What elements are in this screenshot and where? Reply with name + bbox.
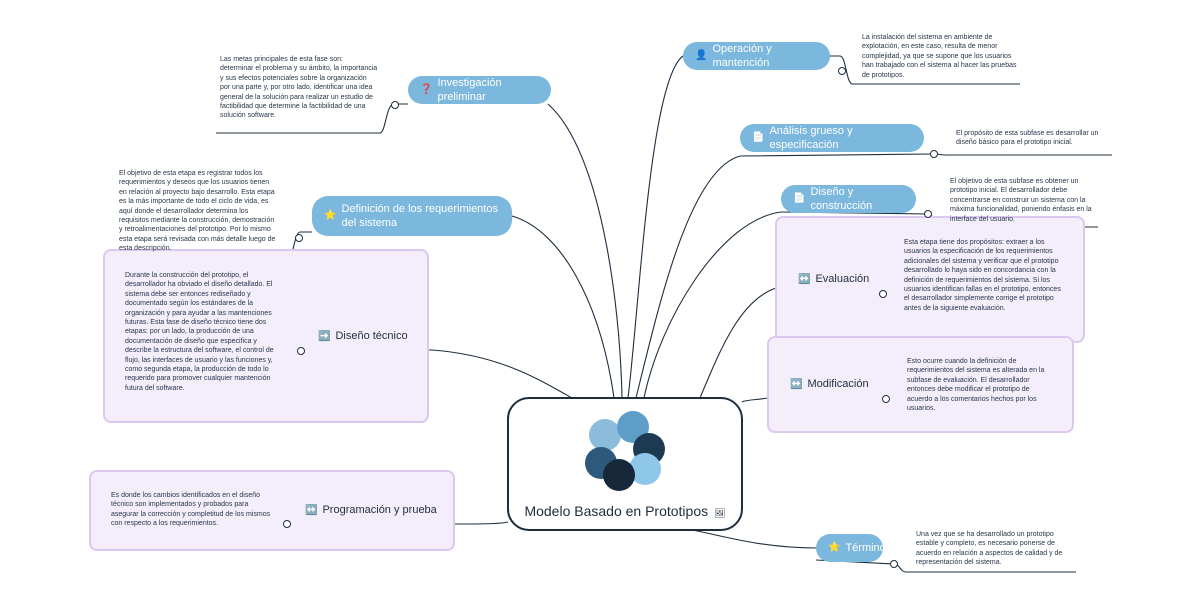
- group-programacion: [89, 470, 455, 551]
- collapse-handle[interactable]: [930, 150, 938, 158]
- arrow-right-icon: ➡️: [318, 330, 331, 342]
- topic-evaluacion[interactable]: ↔️ Evaluación: [798, 271, 869, 287]
- question-icon: ❓: [420, 84, 433, 95]
- topic-label: Operación y mantención: [712, 43, 772, 69]
- link-diseno-construccion: [643, 211, 782, 399]
- logo-circle-2: [617, 411, 649, 443]
- group-evaluacion: [775, 216, 1085, 343]
- note-investigacion: Las metas principales de esta fase son: …: [220, 56, 378, 120]
- topic-label: Análisis grueso y especificación: [769, 125, 853, 151]
- logo-circle-5: [629, 453, 661, 485]
- link-operacion: [627, 55, 684, 399]
- group-diseno-tecnico: [103, 249, 429, 423]
- topic-label: Diseño y construcción: [810, 186, 873, 212]
- collapse-handle[interactable]: [295, 234, 303, 242]
- link-definicion: [511, 215, 615, 399]
- topic-definicion-requerimientos[interactable]: ⭐ Definición de los requerimientos del s…: [312, 196, 512, 236]
- star-icon: ⭐: [324, 210, 337, 221]
- link-modificacion: [741, 397, 769, 403]
- collapse-handle[interactable]: [890, 560, 898, 568]
- note-definicion: El objetivo de esta etapa es registrar t…: [119, 170, 276, 253]
- collapse-handle[interactable]: [882, 395, 890, 403]
- topic-label: Diseño técnico: [335, 330, 408, 342]
- topic-label: Modificación: [807, 378, 869, 390]
- collapse-handle[interactable]: [924, 210, 932, 218]
- note-operacion: La instalación del sistema en ambiente d…: [862, 34, 1017, 79]
- topic-operacion-mantencion[interactable]: 👤 Operación y mantención: [683, 42, 830, 70]
- topic-label: Investigación preliminar: [437, 77, 502, 103]
- topic-label: Definición de los requerimientos del sis…: [341, 203, 498, 229]
- note-modificacion: Esto ocurre cuando la definición de requ…: [907, 358, 1045, 413]
- central-title-text: Modelo Basado en Prototipos: [524, 503, 709, 519]
- logo-circle-1: [589, 419, 621, 451]
- note-evaluacion: Esta etapa tiene dos propósitos: extraer…: [904, 239, 1061, 312]
- note-diseno-construccion: El objetivo de esta subfase es obtener u…: [950, 178, 1092, 223]
- left-right-arrow-icon: ↔️: [790, 378, 803, 390]
- link-programacion: [453, 521, 509, 525]
- topic-diseno-construccion[interactable]: 📄 Diseño y construcción: [781, 185, 916, 213]
- group-modificacion: [767, 336, 1074, 433]
- left-right-arrow-icon: ↔️: [798, 273, 811, 285]
- image-icon[interactable]: 🖼: [714, 508, 726, 518]
- left-right-arrow-icon: ↔️: [305, 504, 318, 516]
- collapse-handle[interactable]: [838, 67, 846, 75]
- topic-label: Evaluación: [815, 273, 870, 285]
- topic-label: Programación y prueba: [322, 504, 437, 516]
- link-termino: [691, 529, 817, 549]
- star-icon: ⭐: [828, 542, 841, 553]
- topic-modificacion[interactable]: ↔️ Modificación: [790, 376, 869, 392]
- topic-investigacion-preliminar[interactable]: ❓ Investigación preliminar: [408, 76, 551, 104]
- link-evaluacion: [699, 287, 777, 399]
- collapse-handle[interactable]: [391, 101, 399, 109]
- collapse-handle[interactable]: [297, 347, 305, 355]
- note-termino: Una vez que se ha desarrollado un protot…: [916, 531, 1063, 567]
- central-topic[interactable]: Modelo Basado en Prototipos 🖼: [507, 397, 743, 531]
- topic-diseno-tecnico[interactable]: ➡️ Diseño técnico: [318, 328, 408, 344]
- logo-circle-6: [603, 459, 635, 491]
- topic-label: Término: [845, 542, 886, 554]
- topic-analisis-grueso[interactable]: 📄 Análisis grueso y especificación: [740, 124, 924, 152]
- collapse-handle[interactable]: [283, 520, 291, 528]
- topic-termino[interactable]: ⭐ Término: [816, 534, 886, 562]
- topic-programacion-prueba[interactable]: ↔️ Programación y prueba: [305, 502, 437, 518]
- user-icon: 👤: [695, 50, 708, 61]
- central-logo: [585, 411, 665, 491]
- document-icon: 📄: [752, 132, 765, 143]
- document-icon: 📄: [793, 193, 806, 204]
- note-diseno-tecnico: Durante la construcción del prototipo, e…: [125, 272, 274, 392]
- central-title: Modelo Basado en Prototipos 🖼: [509, 503, 741, 519]
- note-analisis: El propósito de esta subfase es desarrol…: [956, 130, 1099, 147]
- link-investigacion: [547, 103, 623, 399]
- link-analisis: [635, 155, 741, 399]
- note-programacion: Es donde los cambios identificados en el…: [111, 492, 271, 528]
- collapse-handle[interactable]: [879, 290, 887, 298]
- link-diseno-tecnico: [431, 349, 573, 399]
